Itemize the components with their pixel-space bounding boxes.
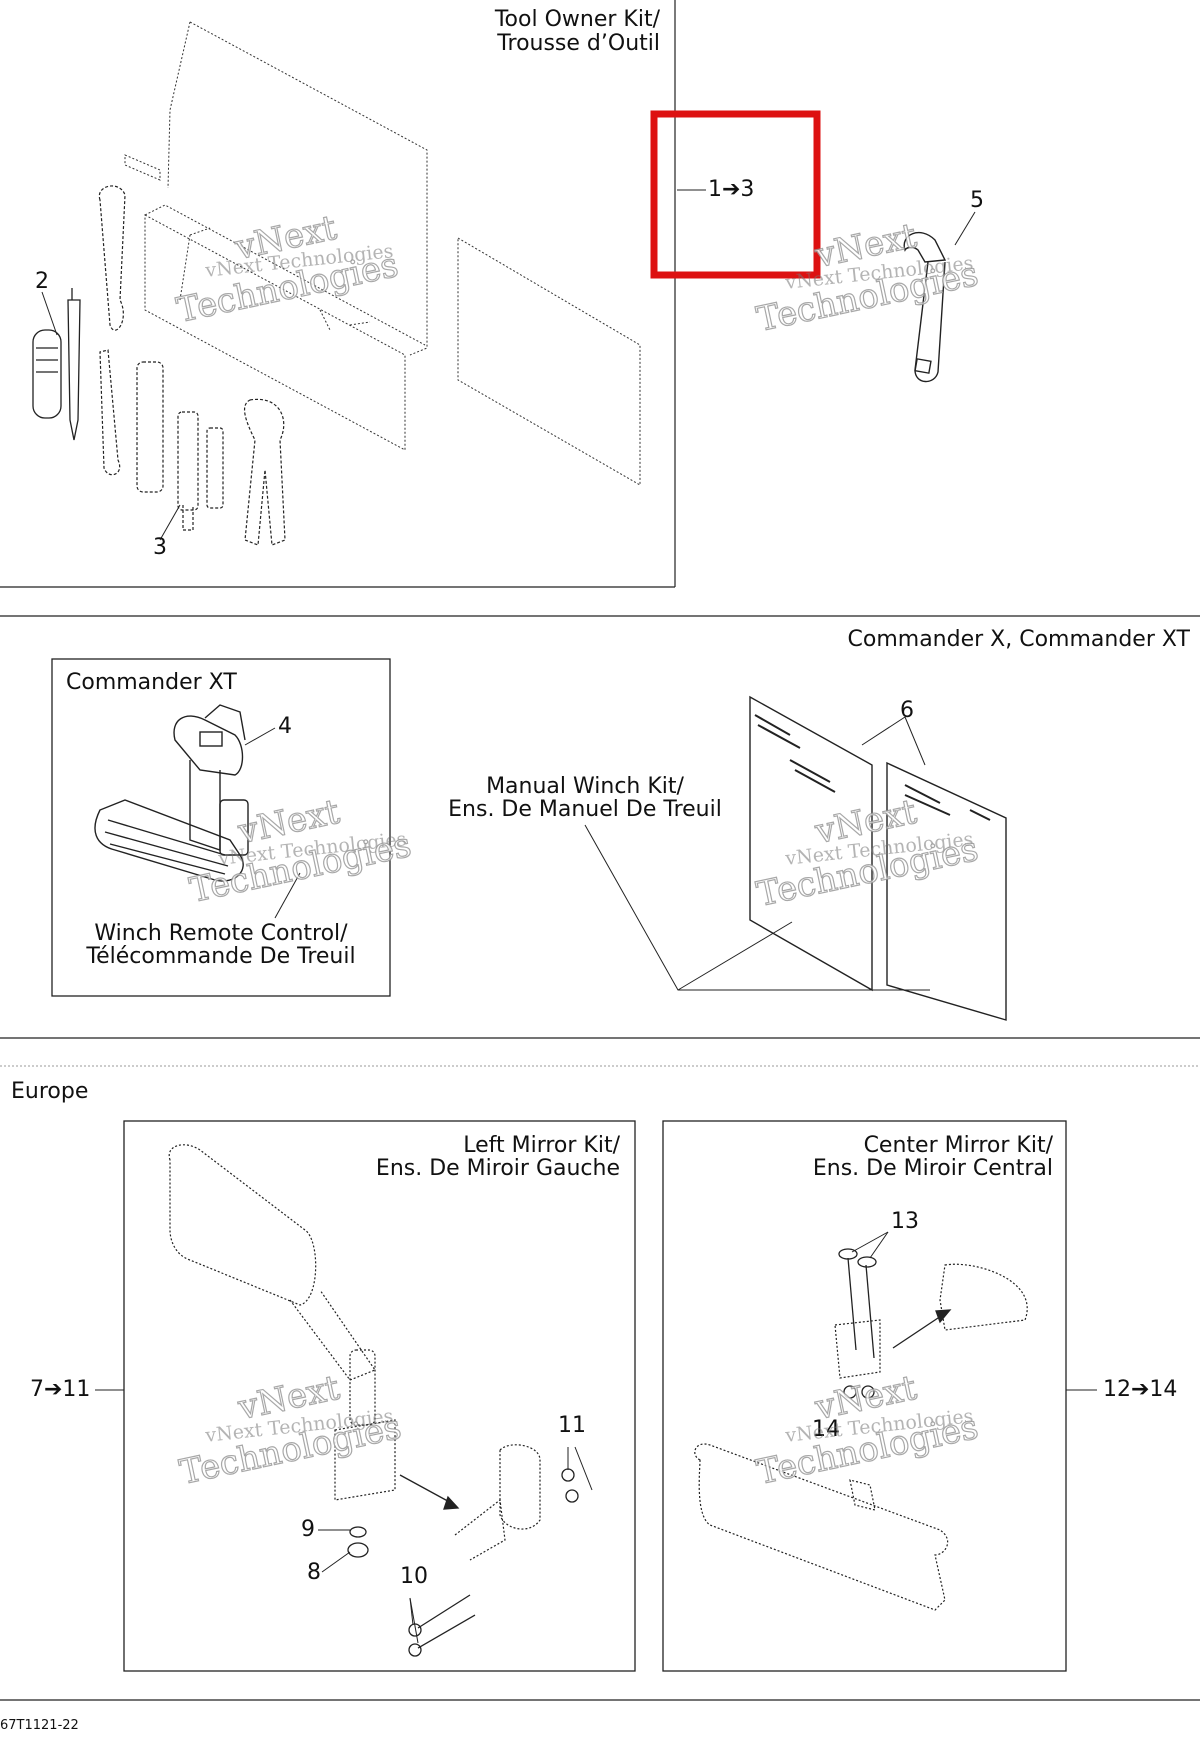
tool-kit-title-line1: Tool Owner Kit/ <box>494 7 660 32</box>
left-mirror-box <box>123 1120 636 1672</box>
commander-xt-box <box>51 658 391 997</box>
center-mirror-box <box>662 1120 1067 1672</box>
commander-xt-title: Commander XT <box>66 670 237 695</box>
callout-5: 5 <box>970 188 984 213</box>
callout-9: 9 <box>301 1517 315 1542</box>
europe-heading: Europe <box>11 1079 89 1104</box>
center-mirror-drawing <box>694 1263 1028 1611</box>
callout-12-14: 12➔14 <box>1103 1377 1178 1402</box>
leader-manual-winch <box>584 824 930 991</box>
manual-winch-label-line2: Ens. De Manuel De Treuil <box>448 797 722 822</box>
winch-remote-label-line1: Winch Remote Control/ <box>94 921 348 946</box>
callout-8: 8 <box>307 1560 321 1585</box>
center-mirror-title-line1: Center Mirror Kit/ <box>863 1133 1053 1158</box>
callout-10: 10 <box>400 1564 428 1589</box>
leader-4 <box>244 727 276 746</box>
left-mirror-drawing <box>168 1144 541 1561</box>
tool-kit-title-line2: Trousse d’Outil <box>497 31 660 56</box>
middle-heading: Commander X, Commander XT <box>847 627 1190 652</box>
socket-tools-drawing <box>136 361 286 546</box>
leader-6b <box>904 716 926 766</box>
callout-6: 6 <box>900 698 914 723</box>
pin-wrench-drawing <box>903 231 947 383</box>
winch-remote-drawing <box>94 704 249 882</box>
wrench-drawing <box>98 185 126 476</box>
drawing-code: 67T1121-22 <box>0 1718 79 1733</box>
callout-3: 3 <box>153 535 167 560</box>
callout-11: 11 <box>558 1413 586 1438</box>
callout-1-3: 1➔3 <box>708 177 755 202</box>
manual-winch-label-line1: Manual Winch Kit/ <box>486 774 684 799</box>
screwdriver-drawing <box>32 288 81 441</box>
callout-4: 4 <box>278 714 292 739</box>
leader-6a <box>861 716 906 746</box>
highlight-box <box>650 110 821 279</box>
callout-13: 13 <box>891 1209 919 1234</box>
leader-winch-remote <box>274 872 301 919</box>
callout-2: 2 <box>35 269 49 294</box>
tool-box-drawing <box>124 21 641 486</box>
callout-14: 14 <box>812 1417 840 1442</box>
center-mirror-fasteners <box>838 1248 952 1399</box>
left-mirror-title-line1: Left Mirror Kit/ <box>463 1133 620 1158</box>
left-mirror-fasteners <box>347 1468 579 1657</box>
left-mirror-title-line2: Ens. De Miroir Gauche <box>375 1156 620 1181</box>
winch-remote-label-line2: Télécommande De Treuil <box>86 944 356 969</box>
callout-7-11: 7➔11 <box>30 1377 91 1402</box>
center-mirror-title-line2: Ens. De Miroir Central <box>812 1156 1053 1181</box>
